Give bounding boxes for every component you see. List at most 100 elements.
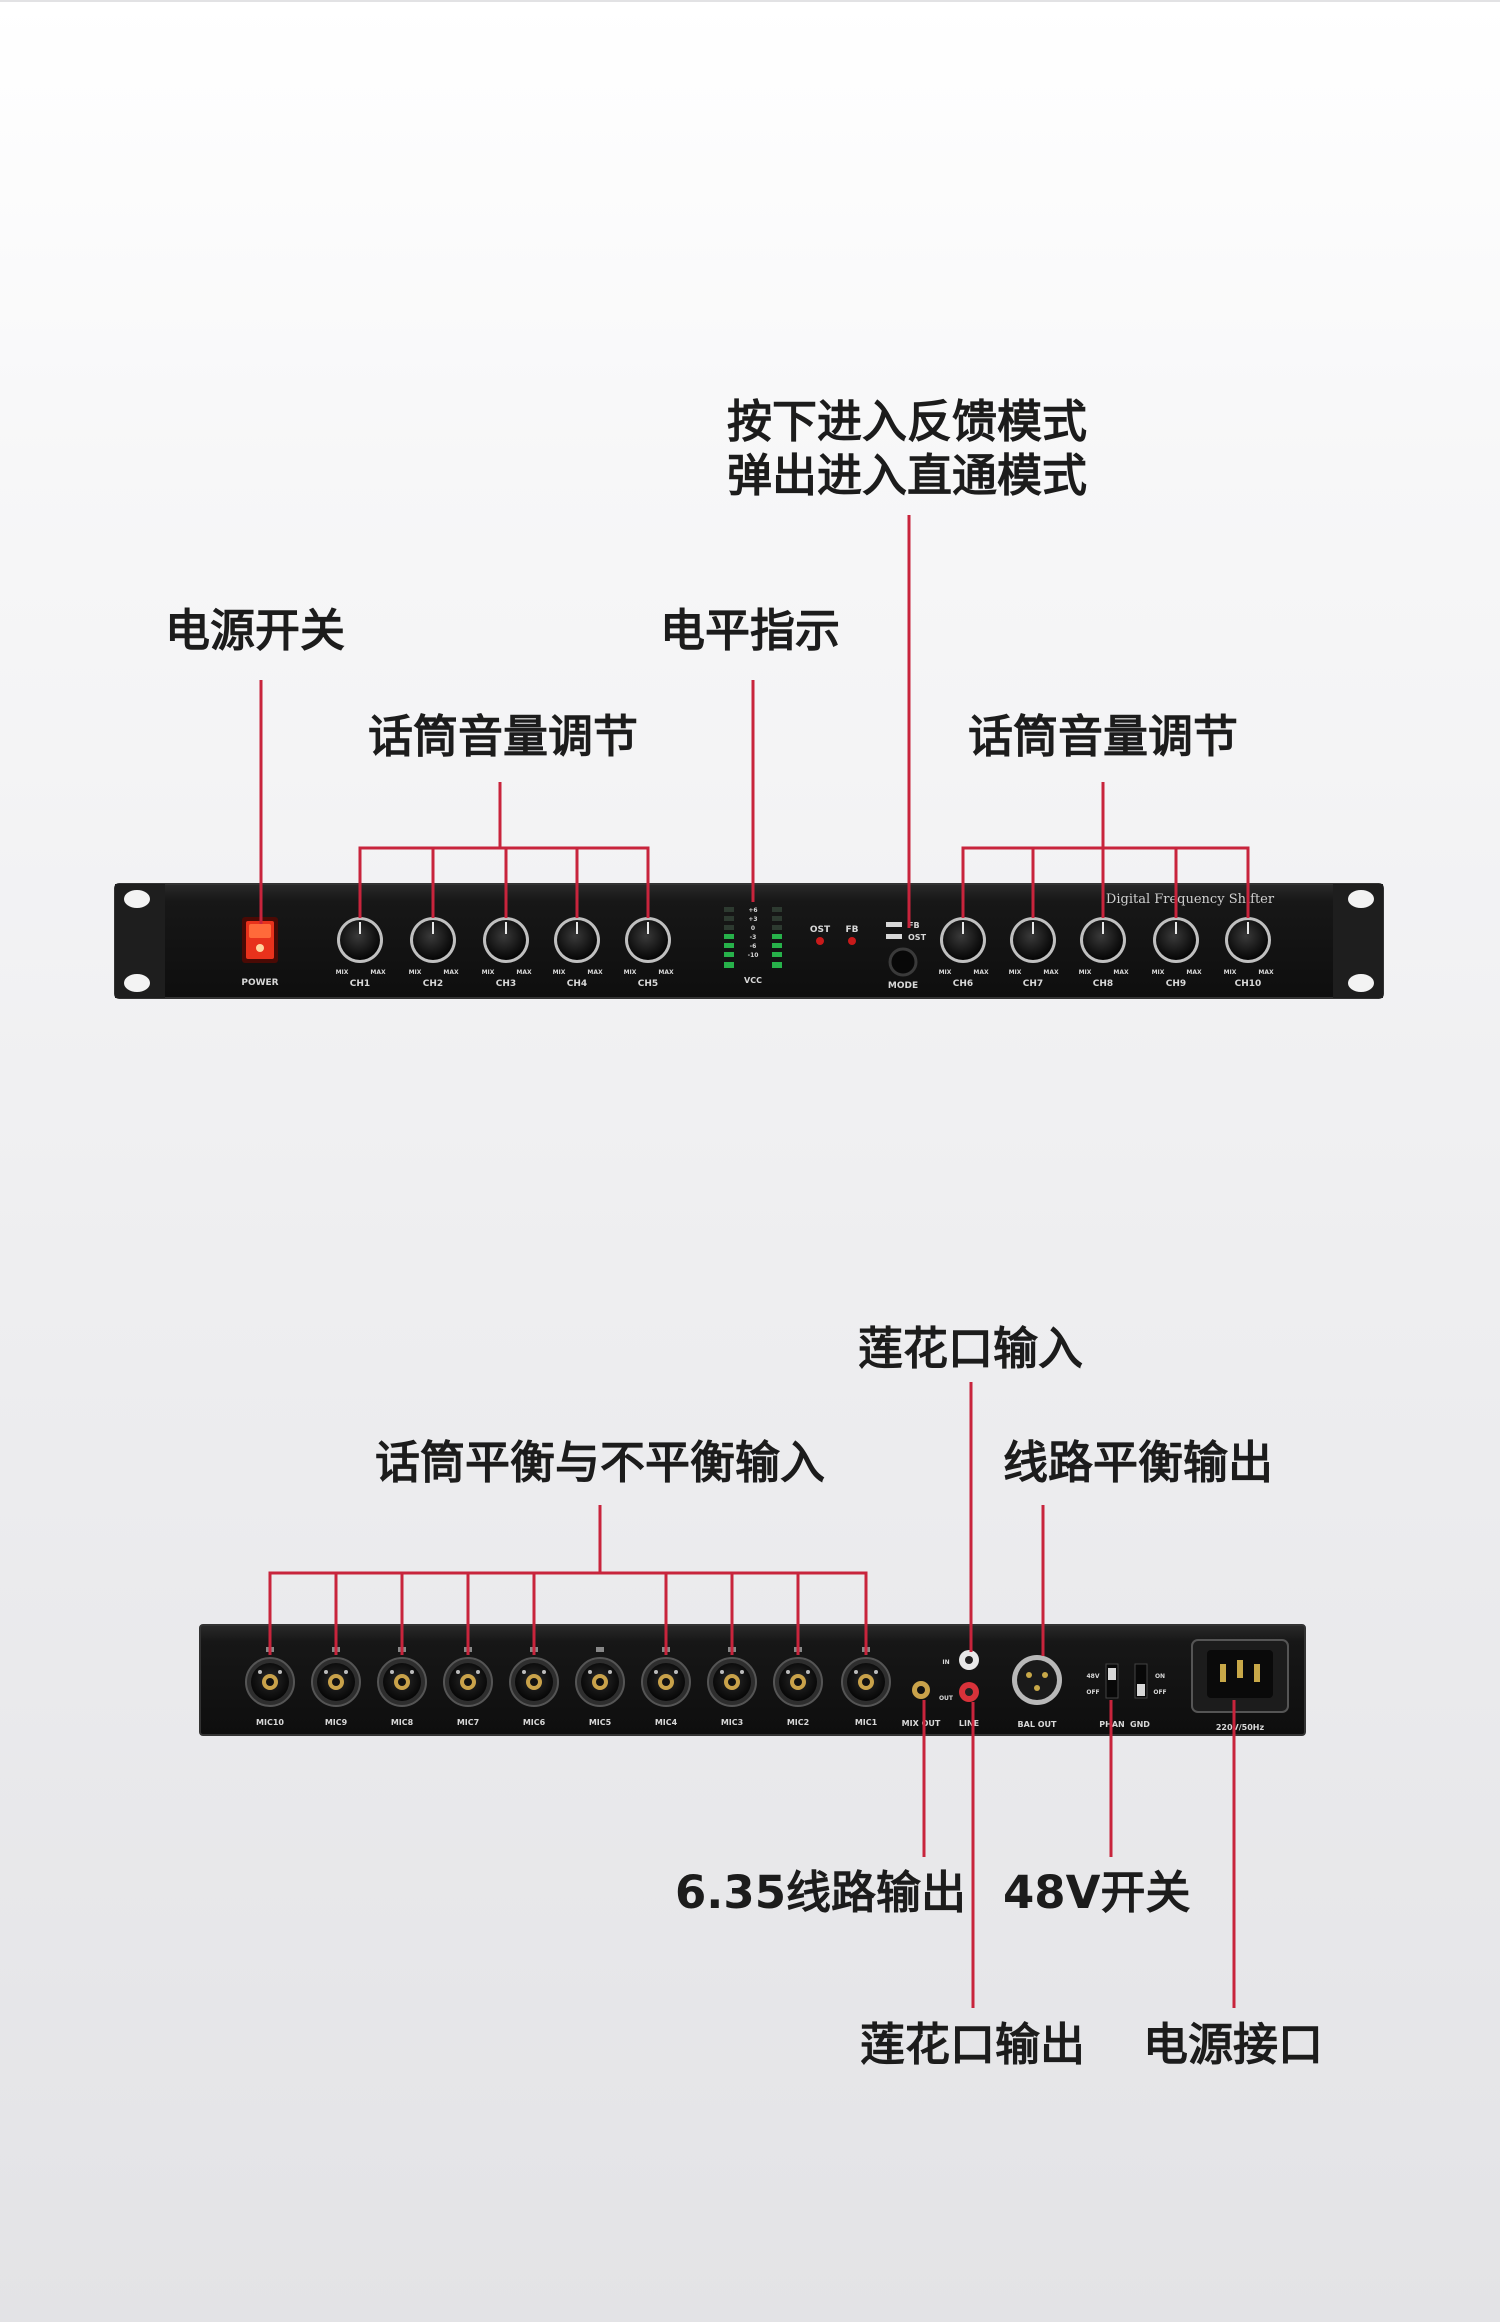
knob-max-label: MAX [1186, 969, 1202, 976]
mode-fb-mark [886, 922, 902, 927]
knob-max-label: MAX [587, 969, 603, 976]
knob-max-label: MAX [516, 969, 532, 976]
meter-led-right [772, 952, 782, 957]
meter-led-right [772, 916, 782, 921]
channel-knob-ch6[interactable] [940, 917, 986, 963]
mic-input-label: MIC2 [787, 1718, 809, 1727]
back-panel: MIC10 MIC9 MIC8 MIC7 MIC6 MIC5 MIC4 MIC3 MIC2 MIC… [200, 1625, 1305, 1735]
front-leader-lines [261, 515, 1248, 928]
knob-min-label: MIX [1152, 969, 1165, 976]
channel-label: CH10 [1235, 979, 1262, 989]
knob-min-label: MIX [409, 969, 422, 976]
meter-led-right [772, 943, 782, 948]
channel-knob-ch8[interactable] [1080, 917, 1126, 963]
knob-max-label: MAX [658, 969, 674, 976]
channel-knob-ch5[interactable] [625, 917, 671, 963]
bal-out-xlr[interactable] [1012, 1655, 1062, 1705]
channel-label: CH3 [496, 979, 516, 989]
on-label: ON [1155, 1673, 1165, 1680]
knob-min-label: MIX [336, 969, 349, 976]
meter-led-right [772, 934, 782, 939]
meter-led-left [724, 907, 734, 912]
meter-scale-label: -6 [750, 943, 757, 950]
ost-led [816, 937, 824, 945]
mic-input-label: MIC8 [391, 1718, 414, 1727]
mode-ost-mark [886, 934, 902, 939]
meter-led-left [724, 934, 734, 939]
iec-power-socket[interactable] [1192, 1640, 1288, 1712]
meter-led-left [724, 962, 734, 968]
mode-button[interactable] [890, 949, 916, 975]
off-label: OFF [1086, 1689, 1099, 1696]
meter-led-right [772, 962, 782, 968]
knob-max-label: MAX [1258, 969, 1274, 976]
knob-max-label: MAX [1043, 969, 1059, 976]
channel-knob-ch1[interactable] [337, 917, 383, 963]
fb-led-label: FB [845, 925, 858, 935]
meter-scale-label: +6 [748, 907, 757, 914]
mic-input-label: MIC1 [855, 1718, 878, 1727]
channel-label: CH5 [638, 979, 658, 989]
meter-scale-label: -3 [750, 934, 757, 941]
mode-ost-label: OST [908, 933, 927, 942]
power-rating-label: 220V/50Hz [1216, 1723, 1265, 1732]
rack-hole [1348, 974, 1374, 992]
channel-label: CH7 [1023, 979, 1043, 989]
knob-min-label: MIX [939, 969, 952, 976]
meter-led-left [724, 916, 734, 921]
channel-label: CH8 [1093, 979, 1113, 989]
meter-led-right [772, 907, 782, 912]
brand-text: Digital Frequency Shifter [1106, 892, 1275, 907]
vcc-label: VCC [744, 976, 762, 985]
jack-hole [917, 1686, 925, 1694]
jack-hole [965, 1656, 973, 1664]
channel-knob-ch7[interactable] [1010, 917, 1056, 963]
rack-hole [124, 974, 150, 992]
mic-input-label: MIC9 [325, 1718, 348, 1727]
phantom-switch-lever [1108, 1668, 1116, 1680]
channel-label: CH4 [567, 979, 587, 989]
bal-out-label: BAL OUT [1018, 1720, 1057, 1729]
knob-min-label: MIX [1079, 969, 1092, 976]
knob-max-label: MAX [973, 969, 989, 976]
meter-led-left [724, 925, 734, 930]
rca-out-label: OUT [939, 1695, 954, 1702]
meter-led-right [772, 925, 782, 930]
latch-tab [596, 1647, 604, 1652]
knob-min-label: MIX [624, 969, 637, 976]
knob-min-label: MIX [1224, 969, 1237, 976]
channel-label: CH2 [423, 979, 443, 989]
gnd-label: GND [1130, 1720, 1150, 1729]
knob-max-label: MAX [1113, 969, 1129, 976]
power-label: POWER [241, 978, 278, 988]
v48-label: 48V [1087, 1673, 1100, 1680]
meter-scale-label: -10 [748, 952, 759, 959]
channel-knob-ch3[interactable] [483, 917, 529, 963]
mic-input-label: MIC6 [523, 1718, 546, 1727]
knob-max-label: MAX [370, 969, 386, 976]
channel-knob-ch4[interactable] [554, 917, 600, 963]
meter-scale-label: 0 [751, 925, 755, 932]
mic-input-label: MIC7 [457, 1718, 479, 1727]
knob-min-label: MIX [553, 969, 566, 976]
rca-in-label: IN [942, 1659, 949, 1666]
mic-input-label: MIC4 [655, 1718, 678, 1727]
channel-label: CH6 [953, 979, 973, 989]
jack-hole [965, 1688, 973, 1696]
mic-input-label: MIC5 [589, 1718, 612, 1727]
meter-led-left [724, 943, 734, 948]
channel-knob-ch9[interactable] [1153, 917, 1199, 963]
mode-label: MODE [888, 981, 918, 991]
mic-input-label: MIC3 [721, 1718, 743, 1727]
channel-knob-ch10[interactable] [1225, 917, 1271, 963]
line-label: LINE [959, 1719, 979, 1728]
fb-led [848, 937, 856, 945]
off2-label: OFF [1153, 1689, 1166, 1696]
channel-knob-ch2[interactable] [410, 917, 456, 963]
channel-label: CH1 [350, 979, 370, 989]
meter-scale-label: +3 [748, 916, 757, 923]
channel-label: CH9 [1166, 979, 1186, 989]
mic-input-label: MIC10 [256, 1718, 284, 1727]
